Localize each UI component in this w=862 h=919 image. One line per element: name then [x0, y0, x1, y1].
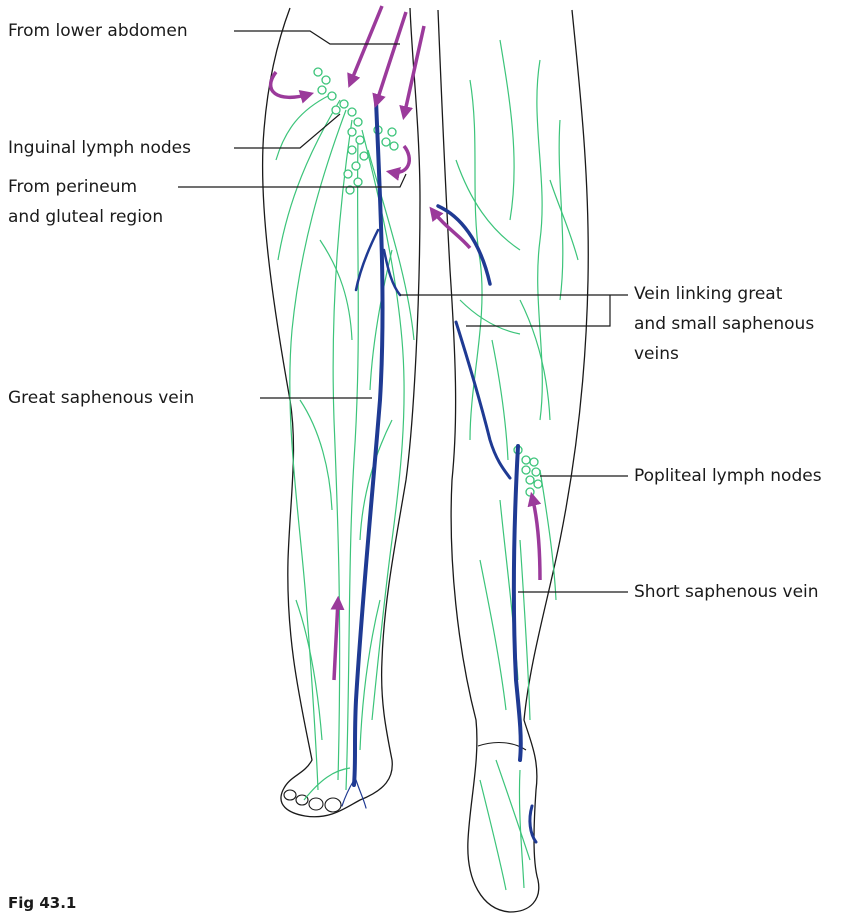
arrow-lateral-curve	[271, 72, 310, 97]
leader-vein-linking	[400, 295, 628, 326]
leader-lower-abdomen	[234, 31, 400, 44]
arrow-lower-abdomen-2	[376, 12, 406, 104]
label-great-saphenous-vein: Great saphenous vein	[8, 387, 194, 409]
label-vein-linking-line3: veins	[634, 343, 679, 365]
anterior-lymph-vessels	[276, 95, 414, 800]
label-from-perineum-line1: From perineum	[8, 176, 137, 198]
label-popliteal-lymph-nodes: Popliteal lymph nodes	[634, 465, 822, 487]
figure-caption: Fig 43.1	[8, 894, 76, 912]
posterior-leg	[432, 10, 588, 912]
label-short-saphenous-vein: Short saphenous vein	[634, 581, 819, 603]
arrow-lower-abdomen-3	[404, 26, 424, 116]
label-vein-linking-line2: and small saphenous	[634, 313, 814, 335]
posterior-thigh-vein	[438, 206, 490, 284]
label-from-perineum-line2: and gluteal region	[8, 206, 163, 228]
label-inguinal-lymph-nodes: Inguinal lymph nodes	[8, 137, 191, 159]
great-saphenous-vein	[342, 100, 400, 808]
arrow-popliteal-up	[532, 496, 540, 580]
inguinal-lymph-nodes	[314, 68, 398, 194]
label-from-lower-abdomen: From lower abdomen	[8, 20, 188, 42]
anterior-leg-outline	[263, 8, 420, 817]
anterior-toes	[284, 790, 341, 812]
arrow-leg-up	[334, 600, 338, 680]
short-saphenous-vein	[514, 446, 521, 760]
anterior-leg	[263, 6, 424, 817]
leader-perineum	[178, 174, 406, 187]
leader-inguinal	[234, 114, 340, 148]
label-vein-linking-line1: Vein linking great	[634, 283, 782, 305]
arrow-lower-abdomen-1	[350, 6, 382, 84]
